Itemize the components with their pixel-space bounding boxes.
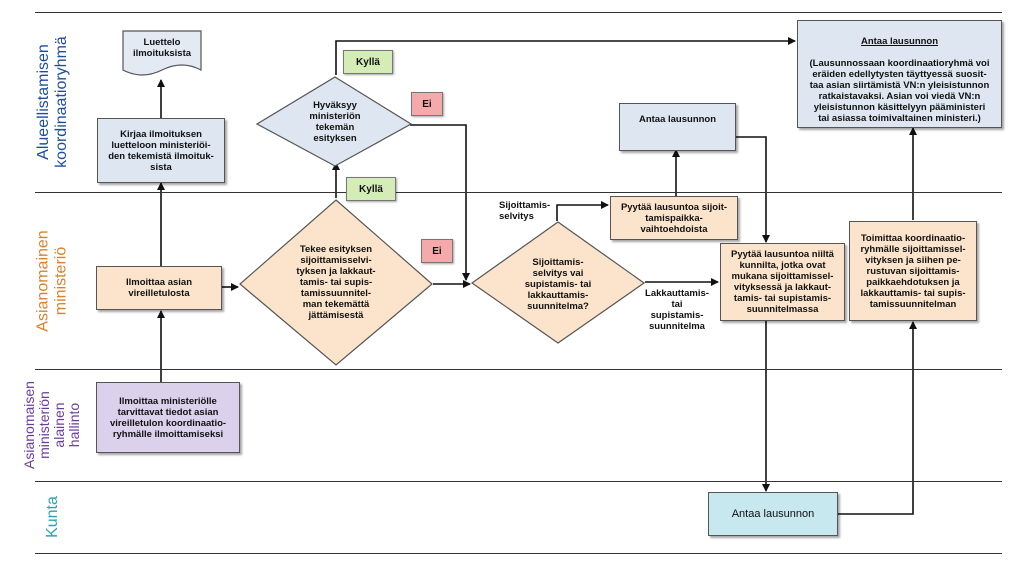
lane-label-alainen-hallinto: Asianomaisen ministeriön alainen hallint… (21, 381, 82, 469)
box-antaa-lausunnon-kunta: Antaa lausunnon (708, 492, 838, 536)
diamond-sijoittamis-text: Sijoittamis- selvitys vai supistamis- ta… (524, 256, 592, 312)
antaa-lausunnon-body: (Lausunnossaan koordinaatioryhmä voi erä… (809, 58, 990, 124)
box-pyytaa-kunnilta: Pyytää lausuntoa niiltä kunnilta, jotka … (720, 243, 845, 321)
lane-label-koordinaatioryhma: Alueellistamisen koordinaatioryhmä (35, 36, 70, 168)
edge-hyvaksyy-ei (410, 124, 470, 281)
tag-ei-mid: Ei (421, 239, 453, 263)
lane-divider-top (35, 12, 1002, 13)
diamond-hyvaksyy (256, 76, 413, 167)
lane-label-kunta: Kunta (44, 496, 61, 538)
box-ilmoittaa-asian: Ilmoittaa asian vireilletulosta (96, 266, 222, 310)
box-antaa-lausunnon-top: Antaa lausunnon (Lausunnossaan koordinaa… (797, 20, 1002, 128)
edge-kunta-to-toimittaa (838, 321, 917, 515)
antaa-lausunnon-title: Antaa lausunnon (860, 36, 939, 47)
document-shape (122, 30, 202, 76)
edge-label-sijoittamisselvitys: Sijoittamis- selvitys (499, 200, 551, 222)
box-antaa-lausunnon-mid: Antaa lausunnon (619, 103, 736, 151)
lane-divider-1 (35, 192, 1002, 193)
document-luettelo: Luettelo ilmoituksista (132, 37, 192, 59)
box-pyytaa-vaihtoehdoista: Pyytää lausuntoa sijoit- tamispaikka- va… (610, 196, 738, 240)
edge-label-lakkauttamis: Lakkauttamis- tai supistamis- suunnitelm… (645, 288, 709, 332)
diamond-tekee (239, 199, 433, 366)
tag-kylla-mid: Kyllä (346, 177, 396, 201)
diamond-tekee-text: Tekee esityksen sijoittamisselvi- tyksen… (296, 243, 376, 321)
lane-divider-2 (35, 369, 1002, 370)
box-ilmoittaa-ministeriolle: Ilmoittaa ministeriölle tarvittavat tied… (96, 382, 240, 453)
edge-antaa-to-kunnilta (736, 136, 770, 243)
diamond-sijoittamis (470, 221, 646, 344)
lane-label-ministerio: Asianomainen ministeriö (35, 229, 70, 332)
tag-ei-top: Ei (411, 92, 443, 116)
box-kirjaa-ilmoituksen: Kirjaa ilmoituksen luetteloon ministeriö… (97, 118, 225, 183)
box-toimittaa: Toimittaa koordinaatio- ryhmälle sijoitt… (849, 221, 977, 321)
diamond-hyvaksyy-text: Hyväksyy ministeriön tekemän esityksen (309, 100, 361, 144)
lane-divider-3 (35, 481, 1002, 482)
edge-hyvaksyy-kylla (335, 37, 796, 75)
edge-decision-to-vaihto (556, 201, 609, 221)
tag-kylla-top: Kyllä (343, 50, 393, 74)
lane-divider-bottom (35, 553, 1002, 554)
